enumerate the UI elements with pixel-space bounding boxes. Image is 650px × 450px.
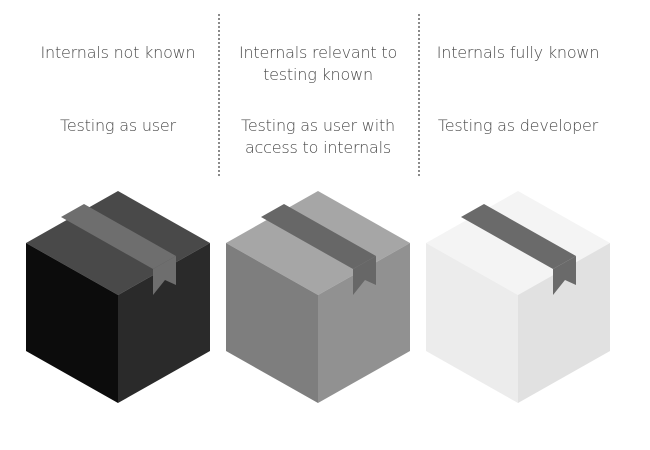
black-box-icon xyxy=(26,191,210,403)
box-left-face xyxy=(426,243,518,403)
box-tape-flap xyxy=(553,256,576,295)
box-tape-flap xyxy=(153,256,176,295)
testing-label: Testing as developer xyxy=(437,116,599,135)
column-divider-1 xyxy=(218,14,220,176)
column-divider-2 xyxy=(418,14,420,176)
box-tape-flap xyxy=(353,256,376,295)
box-right-face xyxy=(118,243,210,403)
box-left-face xyxy=(226,243,318,403)
box-right-face xyxy=(518,243,610,403)
box-right-face xyxy=(318,243,410,403)
box-tape-top xyxy=(261,204,376,269)
column-black-box: Internals not known Testing as user xyxy=(18,0,218,450)
column-white-box: Internals fully known Testing as develop… xyxy=(418,0,618,450)
box-tape-top xyxy=(61,204,176,269)
box-tape-top xyxy=(461,204,576,269)
grey-box-icon xyxy=(226,191,410,403)
knowledge-label: Internals not known xyxy=(40,43,196,62)
box-left-face xyxy=(26,243,118,403)
white-box-icon xyxy=(426,191,610,403)
testing-label: Testing as user xyxy=(60,116,176,135)
knowledge-label: Internals fully known xyxy=(436,43,600,62)
